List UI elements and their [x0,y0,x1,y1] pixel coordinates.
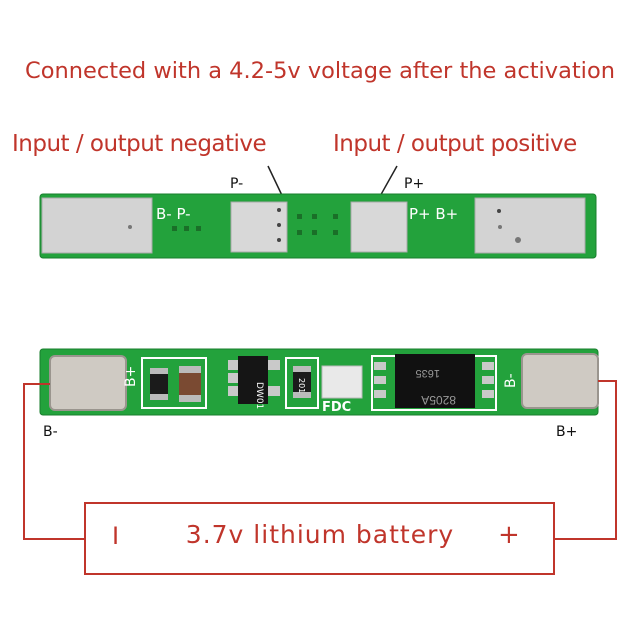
dw01-chip-marking: DW01 [254,382,264,409]
battery-label: 3.7v lithium battery [185,520,455,549]
bottom-pad-right [521,353,599,409]
p-minus-label: P- [230,176,244,192]
dw01-chip: DW01 [228,356,280,409]
headline: Connected with a 4.2-5v voltage after th… [25,58,615,84]
8205a-chip-code: 1635 [416,367,440,379]
p-plus-label: P+ [404,176,425,192]
b-minus-label: B- [43,424,58,440]
positive-wire [555,380,617,540]
top-silk-b-minus-p-minus: B- P- [156,205,191,223]
top-pad-p-plus [350,201,408,253]
bottom-pad-left [49,355,127,411]
bottom-center-pad [321,365,363,399]
bottom-pcb-board: B+ B- DW01 201 FDC [39,348,599,416]
resistor-201 [293,366,311,398]
bottom-silk-b-plus: B+ [123,366,139,387]
8205a-chip: 8205A 1635 [374,354,494,408]
top-silk-p-plus-b-plus: P+ B+ [409,205,458,223]
battery-negative-symbol: I [112,522,120,550]
fdc-silk: FDC [322,400,351,415]
top-pad-b-plus [474,197,586,254]
8205a-chip-marking: 8205A [421,393,456,407]
resistor-component [150,368,168,400]
positive-io-label: Input / output positive [333,131,577,157]
top-pad-b-minus [41,197,153,254]
bottom-silk-b-minus: B- [503,373,519,388]
battery-box [84,502,555,575]
negative-wire [23,383,84,540]
top-pcb-board: B- P- P+ B+ [39,193,597,259]
battery-positive-symbol: + [498,520,520,550]
negative-io-label: Input / output negative [12,131,267,157]
capacitor-component [179,366,201,402]
battery-wires [23,380,617,540]
resistor-201-marking: 201 [297,378,306,393]
b-plus-label: B+ [556,424,578,440]
